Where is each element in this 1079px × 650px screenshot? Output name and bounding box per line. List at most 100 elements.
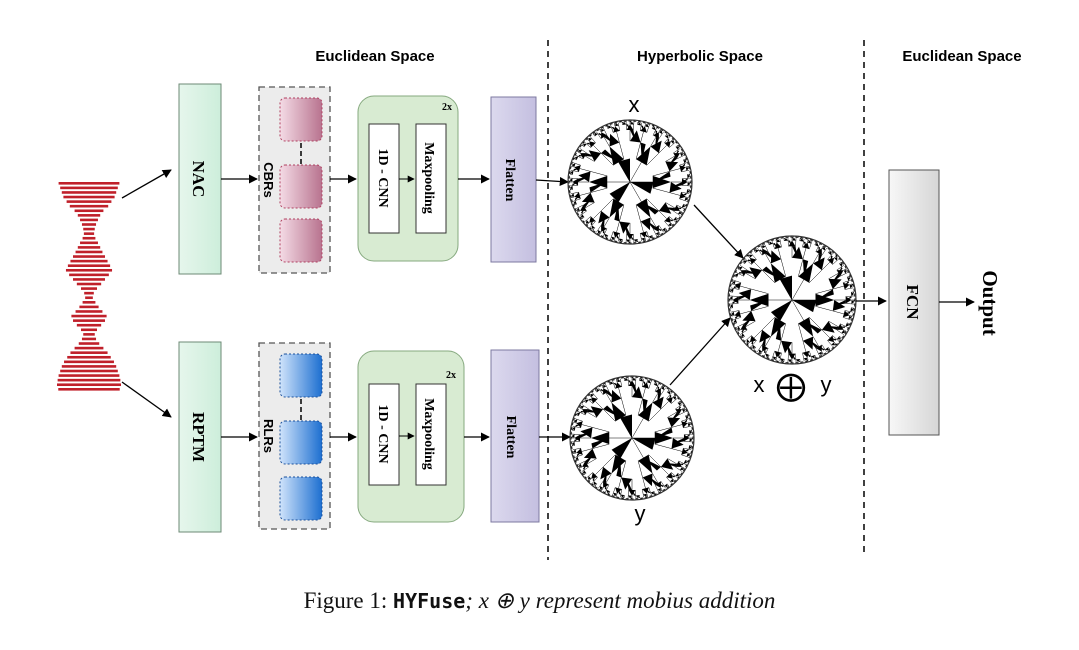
tiling-cell (844, 266, 847, 269)
tiling-cell (633, 242, 636, 244)
tiling-cell (843, 311, 851, 314)
tiling-cell (690, 180, 692, 184)
signal-bar (61, 365, 117, 368)
tiling-cell (838, 266, 843, 274)
tiling-cell (729, 313, 732, 316)
tiling-cell (594, 132, 598, 137)
tiling-cell (758, 249, 766, 254)
cbr-unit-2 (279, 164, 323, 209)
tiling-cell (671, 223, 674, 226)
tiling-cell (839, 263, 843, 267)
tiling-cell (751, 338, 754, 345)
tiling-cell (579, 465, 582, 469)
tiling-cell (654, 431, 673, 445)
tiling-cell (795, 236, 799, 238)
tiling-cell (830, 338, 837, 341)
tiling-cell (598, 210, 610, 224)
tiling-cell (672, 396, 677, 400)
tiling-cell (687, 174, 691, 179)
tiling-cell (680, 163, 686, 169)
tiling-cell (662, 227, 666, 232)
output-label: Output (978, 270, 1002, 335)
tiling-cell (575, 424, 582, 427)
tiling-cell (626, 498, 629, 500)
arrow-signal-to-nac (121, 169, 172, 199)
tiling-cell (670, 483, 673, 486)
signal-bar (83, 232, 95, 235)
cbr-unit-3 (279, 218, 323, 263)
tiling-cell (593, 131, 596, 134)
mobius-addition-icon: ⨁ (776, 369, 806, 404)
tiling-cell (654, 136, 659, 150)
tiling-cell (854, 303, 856, 305)
tiling-cell (662, 488, 665, 491)
tiling-cell (608, 381, 612, 385)
tiling-cell (762, 248, 769, 256)
tiling-cell (640, 376, 643, 379)
tiling-cell (642, 240, 646, 243)
tiling-cell (802, 336, 814, 350)
tiling-cell (827, 335, 835, 343)
tiling-cell (571, 195, 574, 198)
tiling-cell (638, 402, 653, 422)
tiling-cell (734, 282, 742, 290)
tiling-cell (615, 493, 617, 497)
tiling-cell (849, 274, 852, 278)
tiling-cell (674, 395, 676, 399)
tiling-cell (800, 238, 802, 242)
tiling-cell (621, 376, 624, 379)
tiling-cell (665, 484, 669, 487)
tiling-cell (572, 178, 579, 186)
tiling-cell (758, 245, 761, 248)
tiling-cell (624, 242, 627, 244)
tiling-cell (598, 230, 600, 235)
tiling-cell (818, 351, 822, 356)
tiling-cell (570, 170, 574, 175)
tiling-cell (734, 275, 738, 277)
tiling-cell (790, 362, 794, 364)
tiling-cell (595, 387, 598, 390)
tiling-cell (732, 296, 739, 304)
tiling-cell (825, 347, 829, 351)
tiling-cell (585, 220, 590, 224)
tiling-cell (666, 218, 674, 222)
tiling-cell (589, 141, 596, 148)
signal-bar (58, 182, 120, 185)
tiling-cell (654, 493, 657, 496)
tiling-cell (585, 453, 595, 465)
tiling-cell (685, 415, 689, 420)
tiling-cell (640, 497, 643, 500)
tiling-cell (684, 196, 688, 201)
tiling-cell (617, 379, 621, 383)
tiling-cell (746, 343, 749, 346)
tiling-cell (657, 232, 661, 235)
tiling-cell (569, 178, 573, 182)
tiling-cell (658, 491, 661, 494)
tiling-cell (689, 430, 693, 435)
tiling-cell (681, 178, 688, 186)
tiling-cell (782, 361, 784, 364)
tiling-cell (611, 454, 626, 474)
tiling-cell (667, 155, 677, 167)
tiling-cell (601, 126, 604, 129)
caption-prefix: Figure 1: (303, 588, 394, 613)
tiling-cell (728, 303, 730, 307)
tiling-cell (818, 346, 826, 351)
tiling-cell (776, 237, 779, 240)
tiling-cell (811, 354, 815, 359)
tiling-cell (807, 240, 812, 244)
tiling-cell (662, 206, 676, 211)
tiling-cell (640, 376, 642, 379)
tiling-cell (668, 390, 670, 394)
tiling-cell (616, 496, 620, 499)
tiling-cell (843, 280, 849, 287)
tiling-cell (838, 258, 841, 261)
tiling-cell (800, 236, 802, 239)
tiling-cell (689, 190, 692, 193)
tiling-cell (736, 326, 741, 330)
tiling-cell (620, 494, 625, 498)
tiling-cell (731, 282, 736, 284)
tiling-cell (624, 377, 629, 381)
tiling-cell (609, 198, 624, 218)
tiling-cell (827, 349, 830, 352)
